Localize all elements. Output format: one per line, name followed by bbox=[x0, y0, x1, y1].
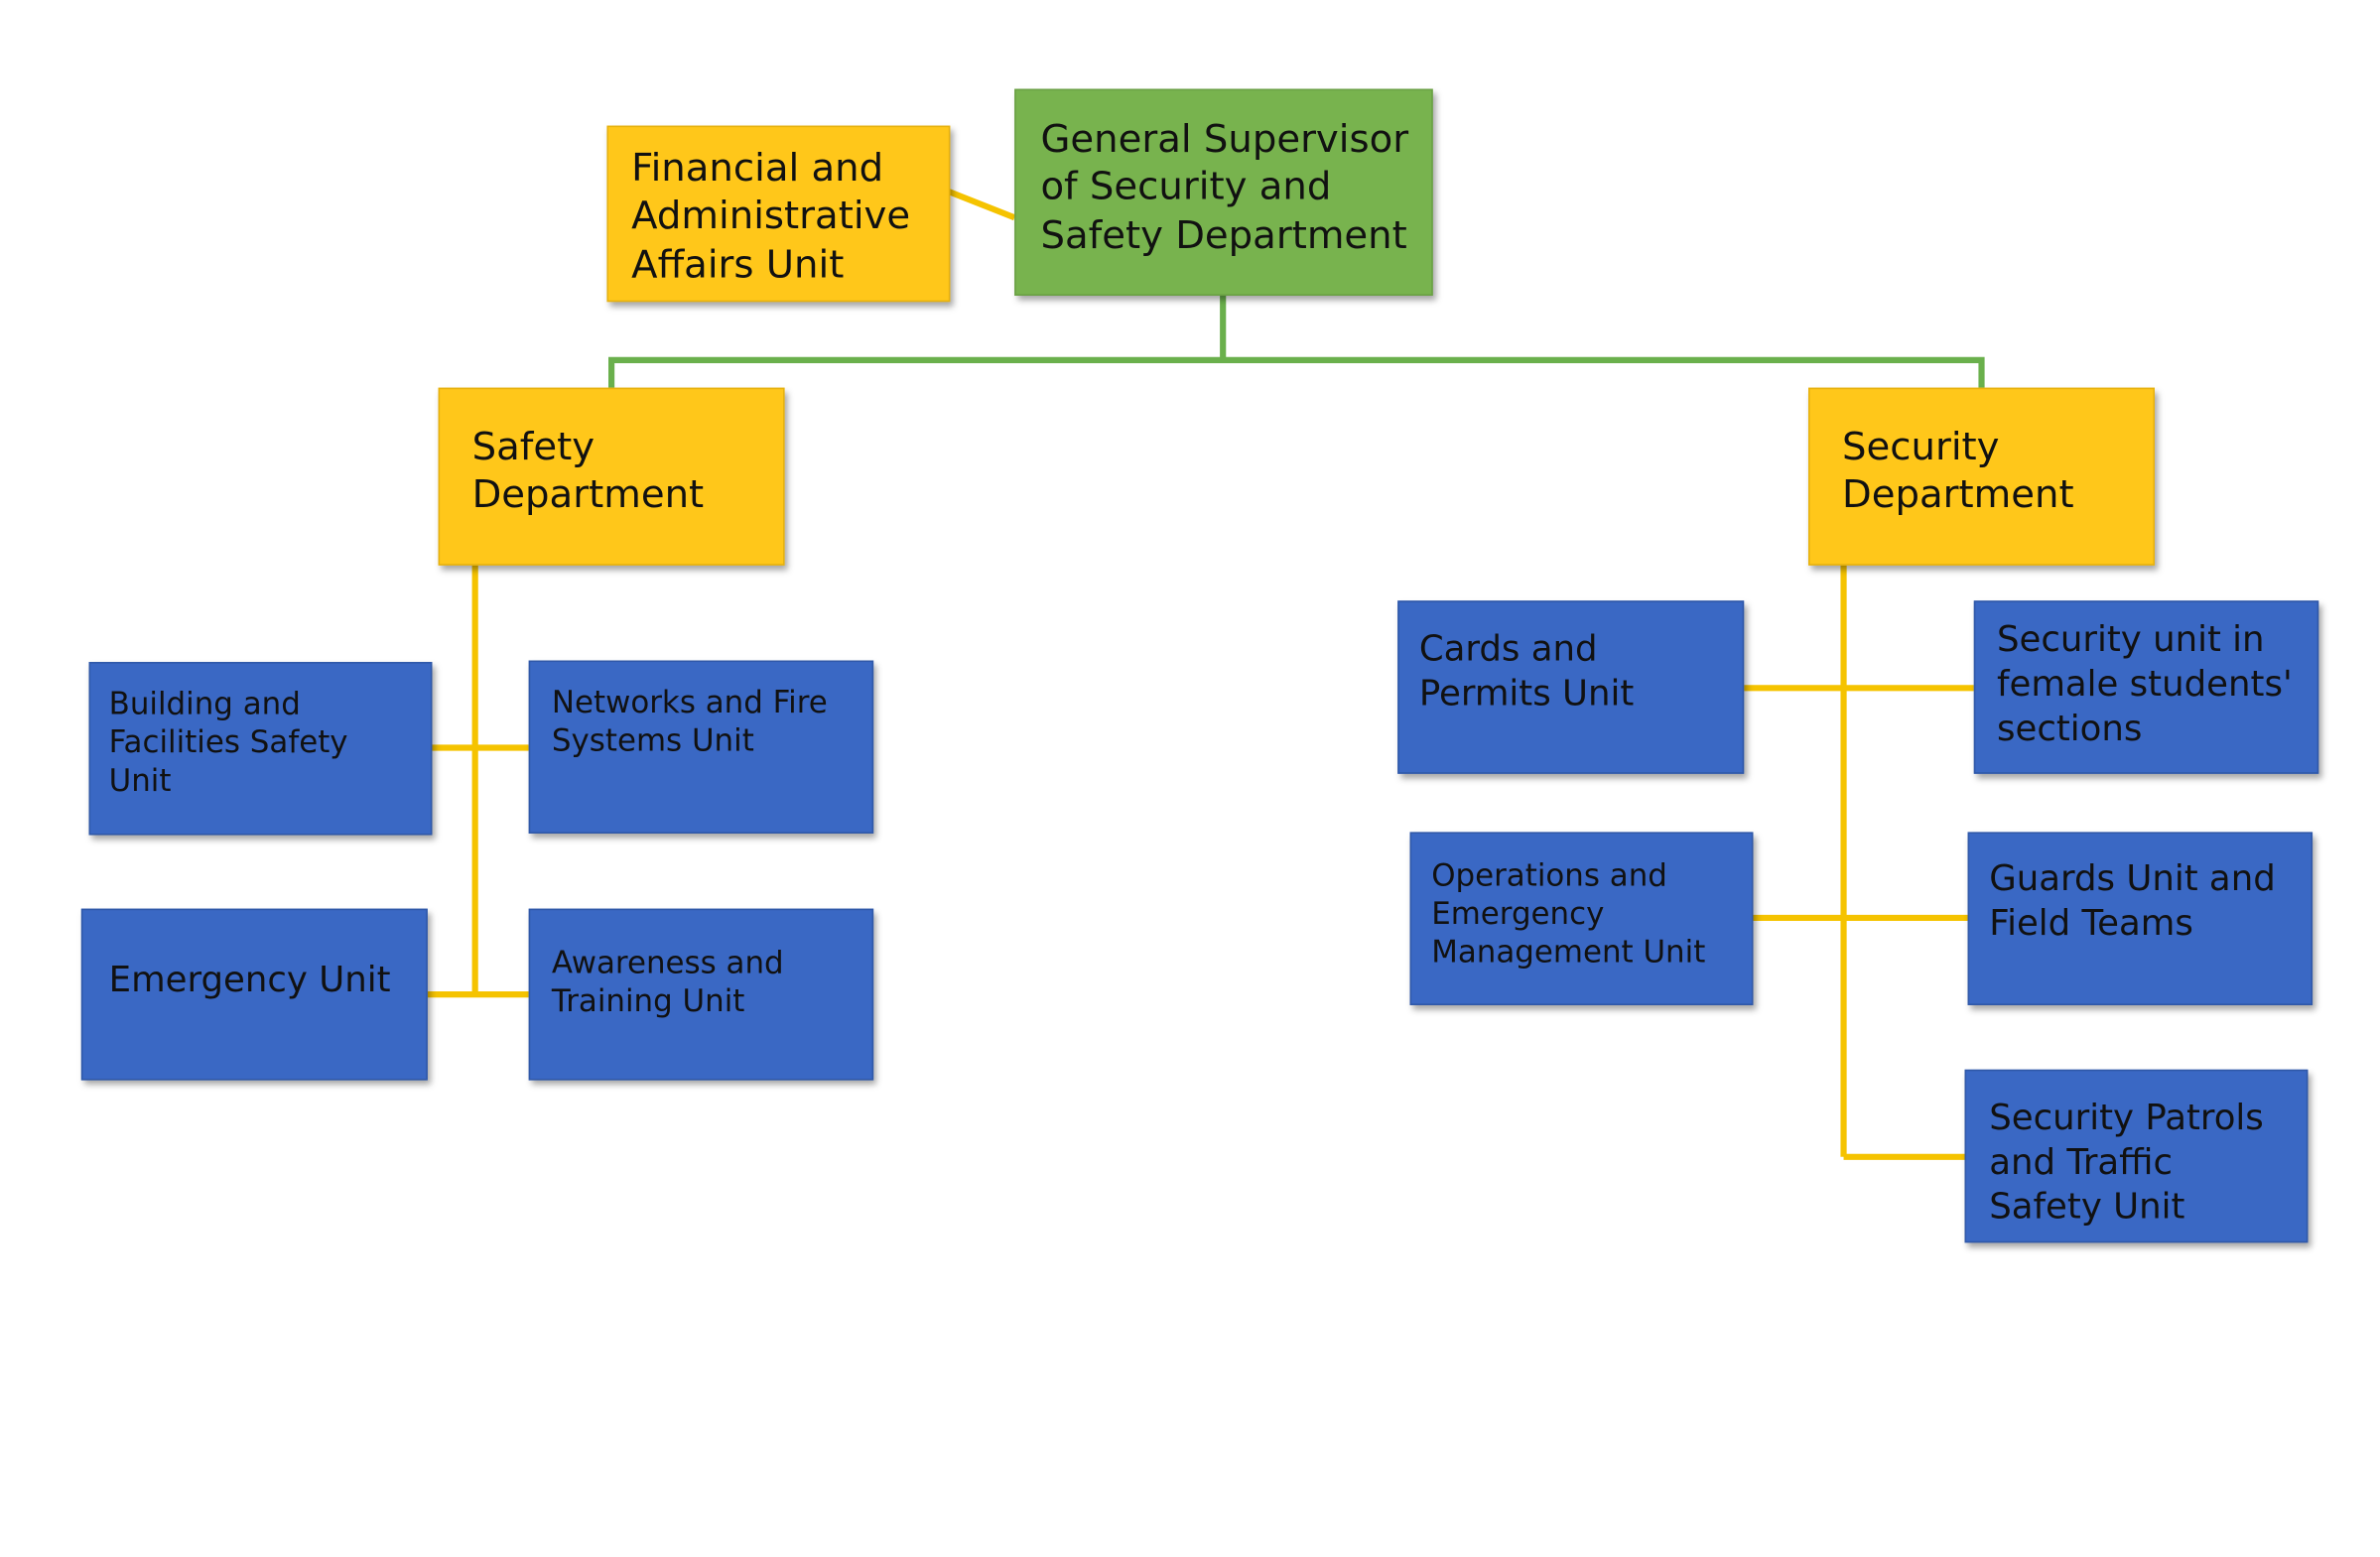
emergency-unit-box: Emergency Unit bbox=[80, 908, 428, 1081]
cards-permits-unit-box: Cards and Permits Unit bbox=[1397, 600, 1745, 774]
finance-unit-box: Financial and Administrative Affairs Uni… bbox=[606, 125, 951, 303]
security-department-label: Security Department bbox=[1842, 424, 2074, 517]
safety-department-label: Safety Department bbox=[471, 424, 705, 517]
guards-field-teams-unit-label: Guards Unit and Field Teams bbox=[1989, 859, 2276, 944]
patrols-traffic-unit-label: Security Patrols and Traffic Safety Unit bbox=[1989, 1099, 2264, 1228]
awareness-training-unit-box: Awareness and Training Unit bbox=[528, 908, 874, 1081]
operations-emergency-unit-box: Operations and Emergency Management Unit bbox=[1409, 832, 1754, 1005]
security-department-box: Security Department bbox=[1808, 387, 2156, 566]
finance-unit-label: Financial and Administrative Affairs Uni… bbox=[631, 145, 911, 286]
root-label: General Supervisor of Security and Safet… bbox=[1040, 116, 1409, 257]
root-box: General Supervisor of Security and Safet… bbox=[1014, 88, 1433, 297]
networks-fire-unit-label: Networks and Fire Systems Unit bbox=[551, 683, 828, 759]
female-sections-unit-box: Security unit in female students' sectio… bbox=[1973, 600, 2319, 774]
building-facilities-unit-label: Building and Facilities Safety Unit bbox=[108, 685, 348, 799]
networks-fire-unit-box: Networks and Fire Systems Unit bbox=[528, 660, 874, 834]
connector-root-finance bbox=[947, 189, 1016, 221]
operations-emergency-unit-label: Operations and Emergency Management Unit bbox=[1431, 856, 1706, 971]
connector-departments-bar bbox=[608, 356, 1985, 388]
building-facilities-unit-box: Building and Facilities Safety Unit bbox=[88, 662, 433, 836]
emergency-unit-label: Emergency Unit bbox=[108, 961, 391, 1001]
safety-department-box: Safety Department bbox=[438, 387, 785, 566]
female-sections-unit-label: Security unit in female students' sectio… bbox=[1996, 620, 2293, 749]
guards-field-teams-unit-box: Guards Unit and Field Teams bbox=[1967, 832, 2314, 1005]
cards-permits-unit-label: Cards and Permits Unit bbox=[1418, 629, 1635, 714]
patrols-traffic-unit-box: Security Patrols and Traffic Safety Unit bbox=[1964, 1069, 2309, 1243]
awareness-training-unit-label: Awareness and Training Unit bbox=[551, 944, 784, 1019]
